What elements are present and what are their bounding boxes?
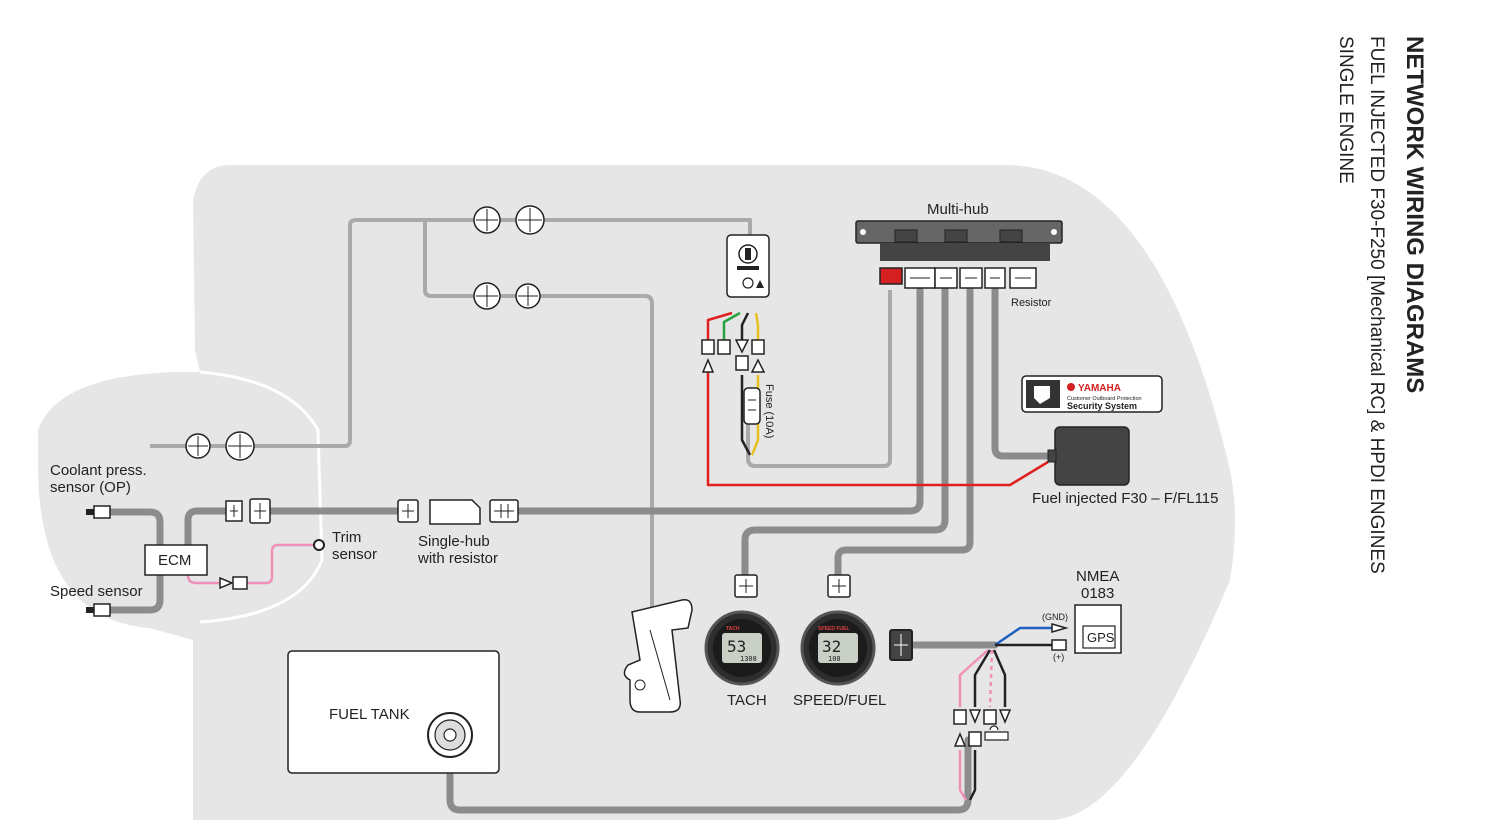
nmea-label-2: 0183: [1081, 585, 1114, 602]
fuel-sender-connectors: [953, 709, 1012, 747]
page-subtitle: FUEL INJECTED F30-F250 [Mechanical RC] &…: [1366, 36, 1387, 574]
trim-label-1: Trim: [332, 529, 361, 546]
multi-hub-ports: [879, 267, 1037, 289]
page-title: NETWORK WIRING DIAGRAMS: [1401, 36, 1428, 393]
security-brand: YAMAHA: [1078, 383, 1121, 394]
security-line2: Security System: [1067, 401, 1137, 411]
security-line1: Customer Outboard Protection: [1067, 396, 1142, 402]
round-connector: [225, 431, 255, 461]
resistor-label: Resistor: [1011, 297, 1052, 309]
speed-sensor: [86, 603, 111, 617]
gps-label: GPS: [1087, 630, 1115, 645]
fuel-tank-label: FUEL TANK: [329, 706, 410, 723]
tach-label: TACH: [727, 692, 767, 709]
terminator-caps: [185, 205, 545, 461]
speed-fuel-gauge: SPEED FUEL 32 108: [800, 610, 876, 686]
ecm-box: ECM: [144, 544, 208, 576]
speed-sensor-label: Speed sensor: [50, 583, 143, 600]
round-connector: [473, 206, 501, 234]
single-hub-label-1: Single-hub: [418, 533, 490, 550]
single-hub-label-2: with resistor: [417, 550, 498, 567]
multi-hub-label: Multi-hub: [927, 201, 989, 218]
trim-sensor: [313, 539, 325, 551]
trim-label-2: sensor: [332, 546, 377, 563]
coolant-label-1: Coolant press.: [50, 462, 147, 479]
pink-inline-connector: [219, 576, 248, 590]
gps-box: GPS: [1074, 604, 1122, 654]
multi-hub: [855, 220, 1063, 261]
round-connector: [515, 283, 541, 309]
tach-gauge: TACH 53 1308: [704, 610, 780, 686]
ecm-label: ECM: [158, 552, 191, 569]
gps-wire-ends: [1051, 623, 1069, 651]
key-switch-panel: [726, 234, 770, 298]
gnd-label: (GND): [1042, 612, 1068, 622]
tach-gauge-value: 53: [727, 637, 746, 656]
speed-gauge-title: SPEED FUEL: [818, 626, 849, 632]
throttle-control: [623, 598, 693, 713]
round-connector: [185, 433, 211, 459]
fuel-tank: [287, 650, 500, 774]
tach-gauge-title: TACH: [726, 626, 740, 632]
plus-label: (+): [1053, 652, 1064, 662]
fuse-label: Fuse (10A): [763, 384, 775, 438]
speed-fuel-label: SPEED/FUEL: [793, 692, 886, 709]
coolant-label-2: sensor (OP): [50, 479, 131, 496]
round-connector: [515, 205, 545, 235]
fuel-injected-label: Fuel injected F30 – F/FL115: [1032, 490, 1219, 507]
nmea-label-1: NMEA: [1076, 568, 1119, 585]
engine-harness-connectors: [225, 498, 519, 524]
title-block: NETWORK WIRING DIAGRAMS FUEL INJECTED F3…: [1335, 36, 1428, 574]
security-unit: [1047, 426, 1130, 486]
fuse: [743, 387, 761, 425]
tach-gauge-sub: 1308: [740, 655, 757, 663]
colored-wires: [186, 311, 1052, 801]
gauge-connectors: [734, 574, 913, 661]
single-hub: [429, 499, 481, 525]
speed-gauge-value: 32: [822, 637, 841, 656]
coolant-sensor: [86, 505, 111, 519]
page-subtitle-2: SINGLE ENGINE: [1335, 36, 1356, 184]
security-badge: YAMAHA Customer Outboard Protection Secu…: [1021, 375, 1163, 413]
key-switch-connectors: [701, 339, 766, 373]
round-connector: [473, 282, 501, 310]
speed-gauge-sub: 108: [828, 655, 841, 663]
